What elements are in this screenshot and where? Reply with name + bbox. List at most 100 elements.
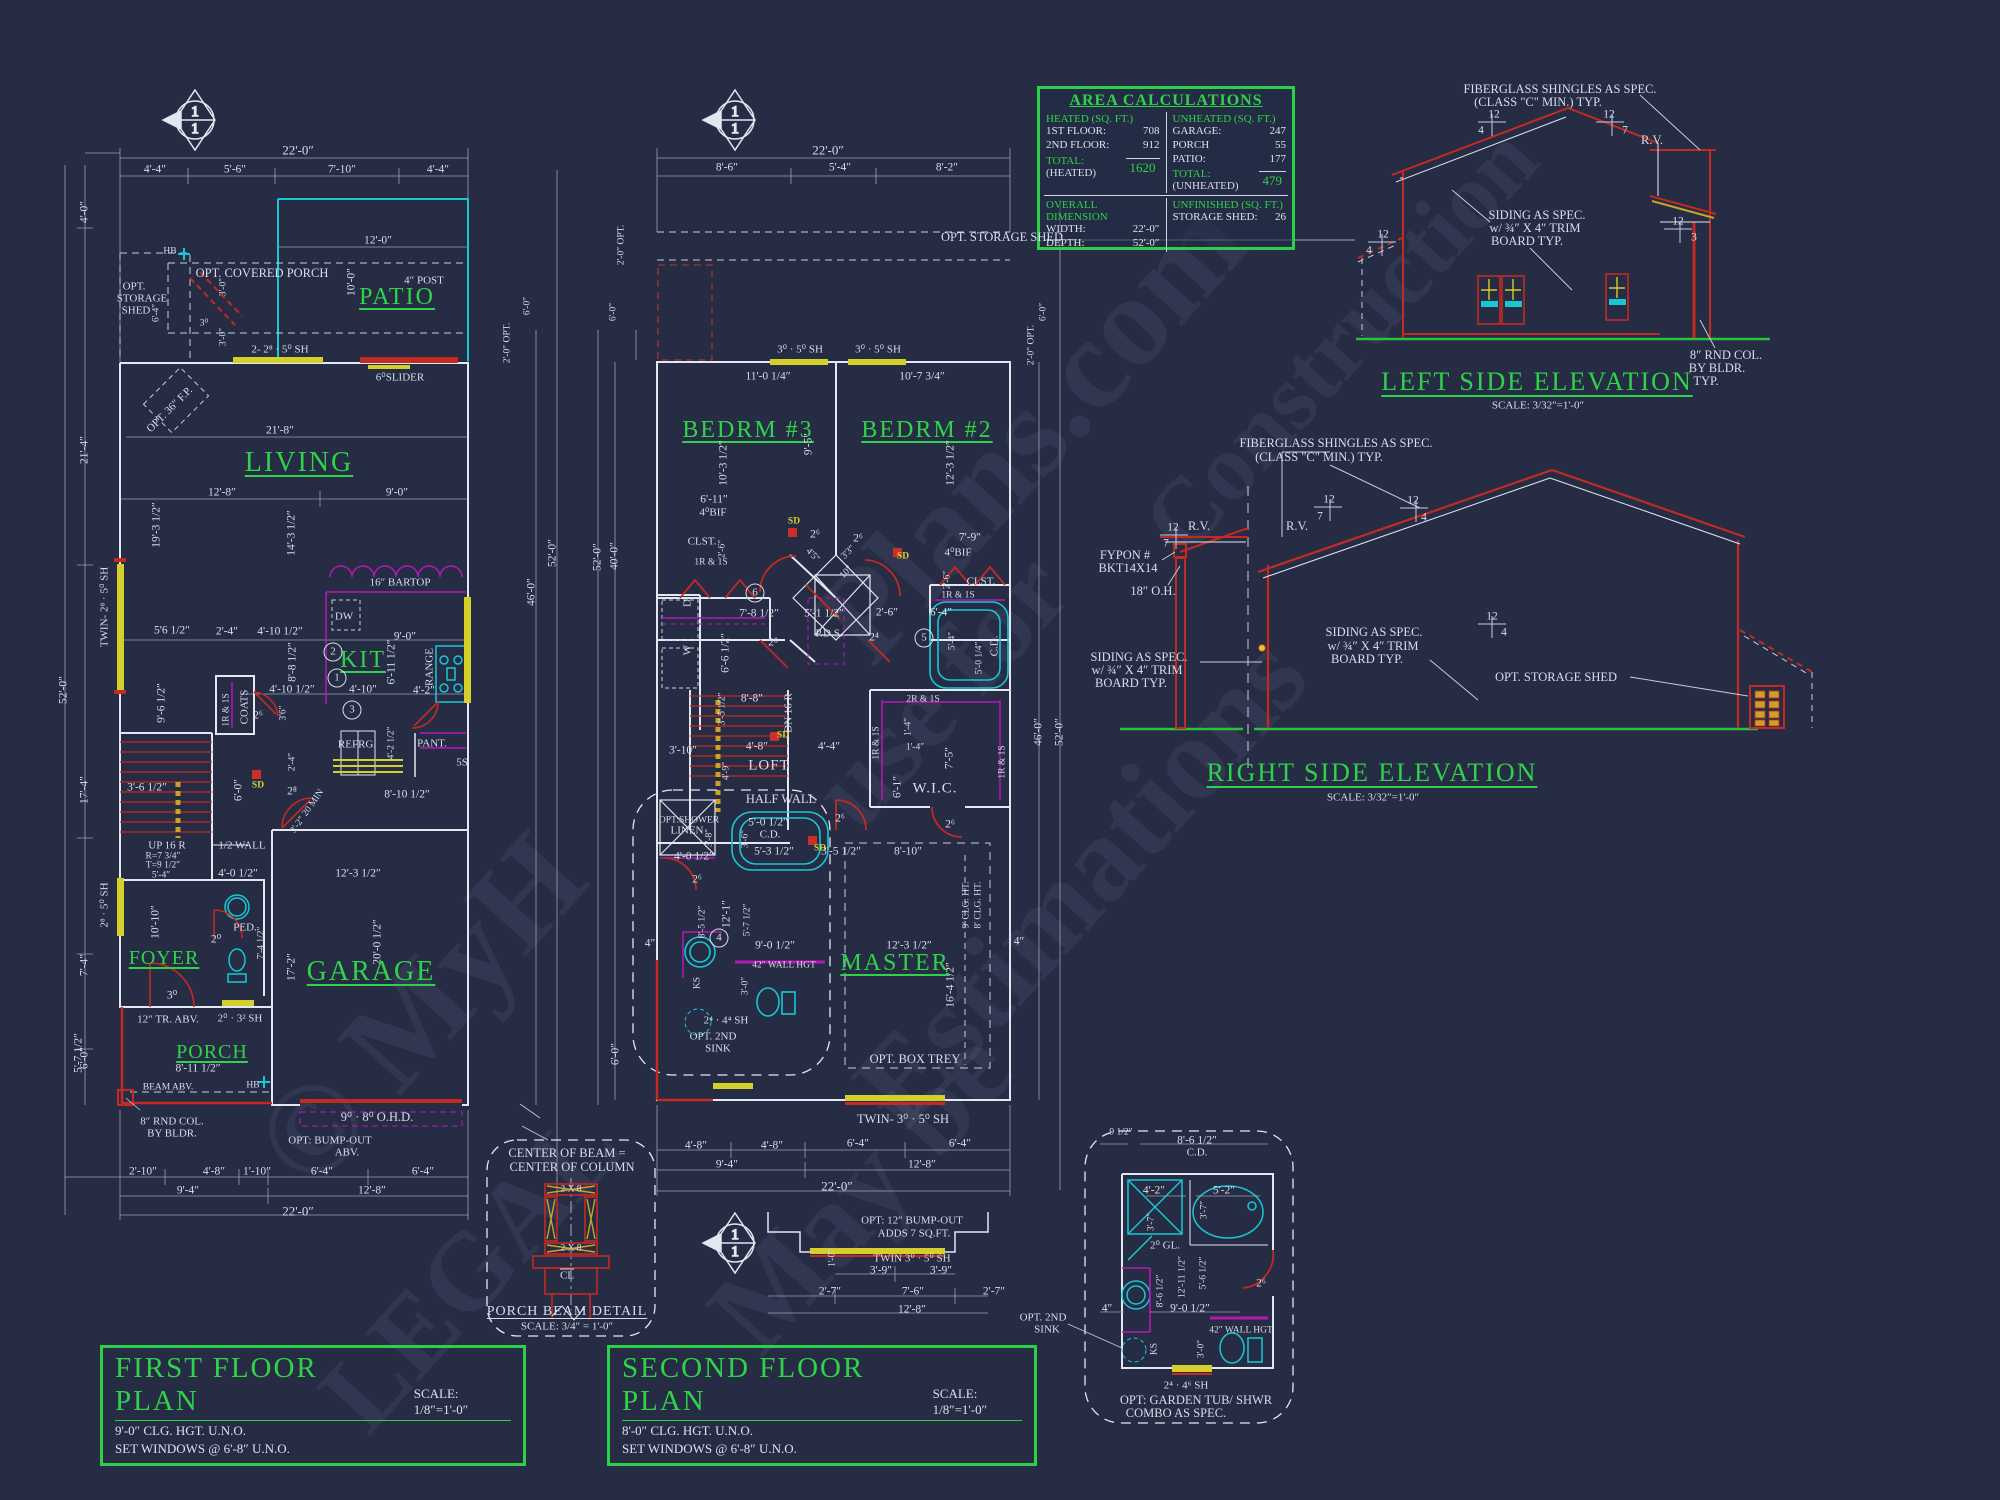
plan2-label: 6'-4″ — [929, 606, 953, 619]
details-label: 8'-6 1/2″ — [1155, 1274, 1166, 1308]
plan2-label: 7'-9″ — [958, 531, 982, 544]
plan1-label: 52'-0″ — [546, 539, 559, 567]
plan1-label: 4'-10 1/2″ — [269, 683, 315, 696]
plan1-label: 5S — [456, 756, 468, 769]
elev-label: 7 — [1622, 124, 1628, 137]
plan1-label: 19'-3 1/2″ — [150, 502, 163, 548]
elev-label: BOARD TYP. — [1094, 675, 1168, 690]
plan1-label: 12'-8″ — [358, 1184, 386, 1197]
elev-label: OPT. STORAGE SHED — [1494, 669, 1618, 684]
porch-detail-note: CENTER OF BEAM = — [508, 1145, 626, 1160]
plan1-label: 6'-11 1/2″ — [385, 639, 398, 685]
elev-label: R.V. — [1187, 518, 1211, 533]
plan2-label: 12'-8″ — [898, 1303, 926, 1316]
plan2-label: 2'-6″ — [875, 606, 899, 619]
details-label: COMBO AS SPEC. — [1125, 1405, 1227, 1420]
plan2-label: 6'-11″ — [700, 493, 728, 506]
first-floor-plan-drawing — [64, 148, 558, 1220]
elev-label: 4 — [1501, 626, 1507, 639]
plan2-label: P.D.S. — [815, 627, 843, 640]
plan2-label: 6 — [745, 583, 765, 603]
plan1-label: PANT. — [417, 737, 447, 750]
details-label: 5'-6 1/2″ — [1198, 1256, 1209, 1290]
plan1-label: 3⁰ — [166, 989, 178, 1002]
table-row: WIDTH:22'-0″ — [1046, 223, 1160, 236]
plan2-label: 12'-3 1/2″ — [886, 939, 932, 952]
plan2-label: W.I.C. — [912, 780, 958, 797]
details-label: OPT. 2ND — [1019, 1311, 1067, 1324]
plan2-label: 2⁶ — [810, 528, 820, 541]
plan2-label: OPT: 12″ BUMP-OUT — [861, 1214, 963, 1227]
plan1-label: OPT. — [122, 280, 146, 293]
plan1-label: 1/2 WALL — [218, 839, 266, 852]
plan2-label: 4'-9″ — [721, 761, 732, 781]
plan2-label: 2⁶ — [853, 532, 863, 545]
unheated-total-label: TOTAL:(UNHEATED) — [1172, 168, 1239, 193]
plan1-label: 2⁸ · 5⁰ SH — [98, 882, 111, 928]
plan2-label: 5'-4″ — [947, 631, 958, 651]
plan1-label: PED. — [233, 921, 257, 934]
plan1-label: 2⁰ · 3² SH — [217, 1012, 263, 1025]
plan2-label: 2'-7″ — [982, 1285, 1006, 1298]
table-row: 2ND FLOOR:912 — [1046, 138, 1160, 151]
second-floor-plan-drawing — [597, 148, 1061, 1314]
table-row: DEPTH:52'-0″ — [1046, 237, 1160, 249]
plan2-label: 10'-3 1/2″ — [717, 440, 730, 486]
plan2-label: 12'-8″ — [908, 1158, 936, 1171]
first-floor-note: 9'-0″ CLG. HGT. U.N.O. — [115, 1423, 247, 1438]
elev-label: BY BLDR. — [1688, 360, 1746, 375]
plan1-label: HB — [163, 246, 177, 257]
elev-label: 12 — [1377, 228, 1389, 241]
plan2-label: 9' CLG. HT. — [961, 881, 972, 929]
plan1-label: 46'-0″ — [525, 578, 538, 606]
plan1-label: 4'-4″ — [143, 163, 167, 176]
plan2-label: 1R & 1S — [871, 726, 882, 760]
plan1-label: GARAGE — [306, 956, 436, 987]
plan2-label: 5'-4″ — [828, 161, 852, 174]
plan2-label: OPT:SHOWER — [658, 815, 720, 826]
plan1-label: 4'-0 1/2″ — [218, 867, 258, 880]
first-floor-title: FIRST FLOOR PLAN — [115, 1352, 318, 1417]
first-floor-note: SET WINDOWS @ 6'-8″ U.N.O. — [115, 1441, 290, 1457]
plan1-label: 2⁶ — [253, 709, 263, 722]
plan2-label: 1'-0″ — [827, 1248, 838, 1268]
plan2-label: 22'-0″ — [812, 142, 844, 158]
plan2-label: 12'-3 1/2″ — [944, 440, 957, 486]
plan2-label: 2R & 1S — [906, 694, 940, 705]
elev-label: R.V. — [1640, 132, 1664, 147]
elev-label: w/ ¾″ X 4″ TRIM — [1489, 220, 1581, 235]
right-elevation-title: RIGHT SIDE ELEVATION — [1206, 758, 1538, 787]
plan2-label: 3'-6″ — [740, 829, 751, 849]
plan2-label: 3⁰ · 5⁰ SH — [777, 343, 823, 356]
plan2-label: 4'-4″ — [817, 740, 841, 753]
plan2-label: TWIN- 3⁰ · 5⁰ SH — [857, 1111, 949, 1126]
plan2-label: 8'-8″ — [740, 692, 764, 705]
plan2-label: MASTER — [840, 950, 950, 976]
plan2-label: 46'-0″ — [1032, 718, 1045, 746]
plan1-label: 8″ RND COL. — [140, 1115, 204, 1128]
plan1-label: 4'-8″ — [202, 1165, 226, 1178]
plan1-label: 12'-3 1/2″ — [335, 867, 381, 880]
table-row: STORAGE SHED:26 — [1172, 211, 1287, 224]
plan1-label: 2'-0″ OPT. — [502, 322, 513, 364]
table-row: GARAGE:247 — [1172, 125, 1287, 137]
plan2-label: 5'-0 1/4″ — [974, 641, 985, 675]
plan1-label: TWIN- 2⁸ · 5⁰ SH — [98, 566, 111, 648]
centerline-symbol: CL — [559, 1269, 575, 1282]
plan1-label: SHED — [121, 304, 151, 317]
plan1-label: ABV. — [334, 1146, 360, 1159]
plan1-label: 5'-6″ — [223, 163, 247, 176]
plan1-label: 3'-0″ — [218, 327, 229, 347]
plan1-label: LIVING — [244, 447, 354, 478]
plan1-label: 6⁰SLIDER — [375, 371, 425, 384]
elev-label: 8″ RND COL. — [1689, 347, 1763, 362]
plan2-label: HALF WALL — [745, 791, 817, 806]
porch-detail-scale: SCALE: 3/4″ = 1'-0″ — [520, 1320, 614, 1333]
plan2-label: 4⁰BIF — [944, 546, 972, 559]
details-label: C.D. — [1186, 1146, 1208, 1159]
plan1-label: 6'-4″ — [310, 1165, 334, 1178]
plan2-label: 1'-4″ — [903, 717, 914, 737]
plan1-label: 12″ TR. ABV. — [137, 1013, 199, 1026]
elev-label: OPT. STORAGE SHED — [940, 229, 1064, 244]
